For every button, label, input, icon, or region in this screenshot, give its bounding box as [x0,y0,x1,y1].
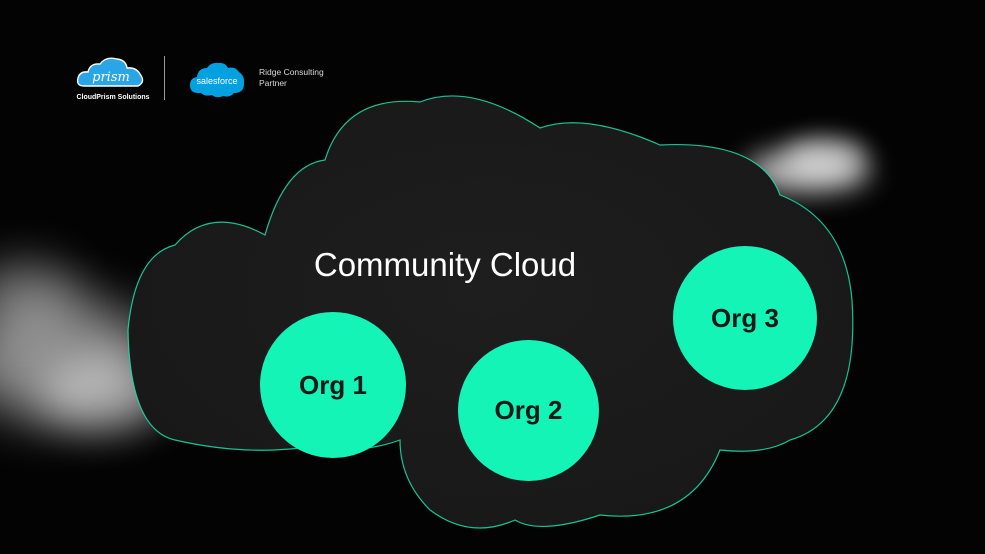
prism-cloud-logo-icon: prism [76,57,144,87]
partner-line-1: Ridge Consulting [259,67,324,77]
org-1-label: Org 1 [299,369,367,400]
org-1-node: Org 1 [260,312,406,458]
prism-logo-text: prism [92,70,130,85]
salesforce-logo-icon: salesforce [190,62,245,98]
org-3-node: Org 3 [673,246,817,390]
brand-caption: CloudPrism Solutions [76,94,150,101]
salesforce-logo-text: salesforce [196,76,237,86]
partner-line-2: Partner [259,78,287,88]
partner-label: Ridge Consulting Partner [259,67,324,89]
diagram-title: Community Cloud [313,246,577,283]
org-2-node: Org 2 [458,340,599,481]
header-divider [164,56,165,100]
org-2-label: Org 2 [494,395,563,425]
org-3-label: Org 3 [711,302,779,333]
